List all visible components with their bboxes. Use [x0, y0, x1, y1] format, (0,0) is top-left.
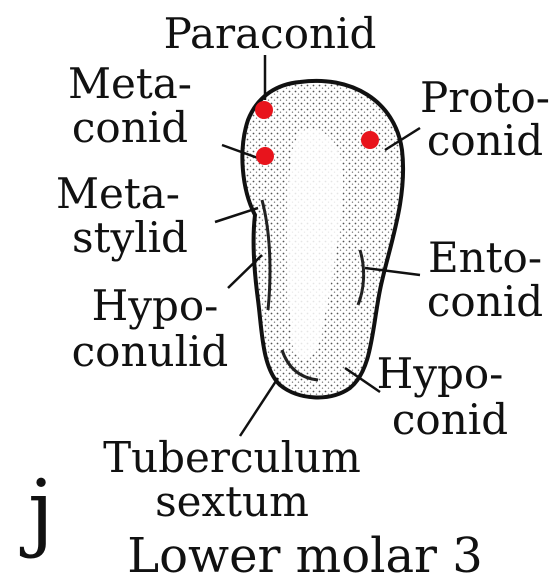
label-tuberculum-line1: Tuberculum — [103, 433, 361, 482]
label-metaconid-line2: conid — [72, 103, 188, 152]
marker-protoconid — [361, 131, 379, 149]
label-hypoconulid-line1: Hypo- — [92, 281, 219, 330]
label-entoconid-line2: conid — [427, 277, 543, 326]
label-hypoconid-line1: Hypo- — [377, 349, 504, 398]
panel-letter: j — [19, 462, 54, 560]
label-tuberculum-line2: sextum — [155, 477, 309, 526]
leader-metastylid — [215, 208, 258, 222]
label-metastylid-line1: Meta- — [56, 169, 180, 218]
label-protoconid-line1: Proto- — [420, 73, 550, 122]
figure-caption: Lower molar 3 — [127, 528, 483, 582]
label-entoconid-line1: Ento- — [428, 233, 542, 282]
leader-tuberculum — [240, 378, 278, 436]
label-metaconid-line1: Meta- — [68, 59, 192, 108]
label-protoconid-line2: conid — [427, 116, 543, 165]
marker-paraconid — [255, 101, 273, 119]
label-hypoconulid-line2: conulid — [72, 327, 229, 376]
label-metastylid-line2: stylid — [72, 213, 188, 262]
label-hypoconid-line2: conid — [392, 395, 508, 444]
marker-metaconid — [256, 147, 274, 165]
label-paraconid: Paraconid — [164, 9, 377, 58]
